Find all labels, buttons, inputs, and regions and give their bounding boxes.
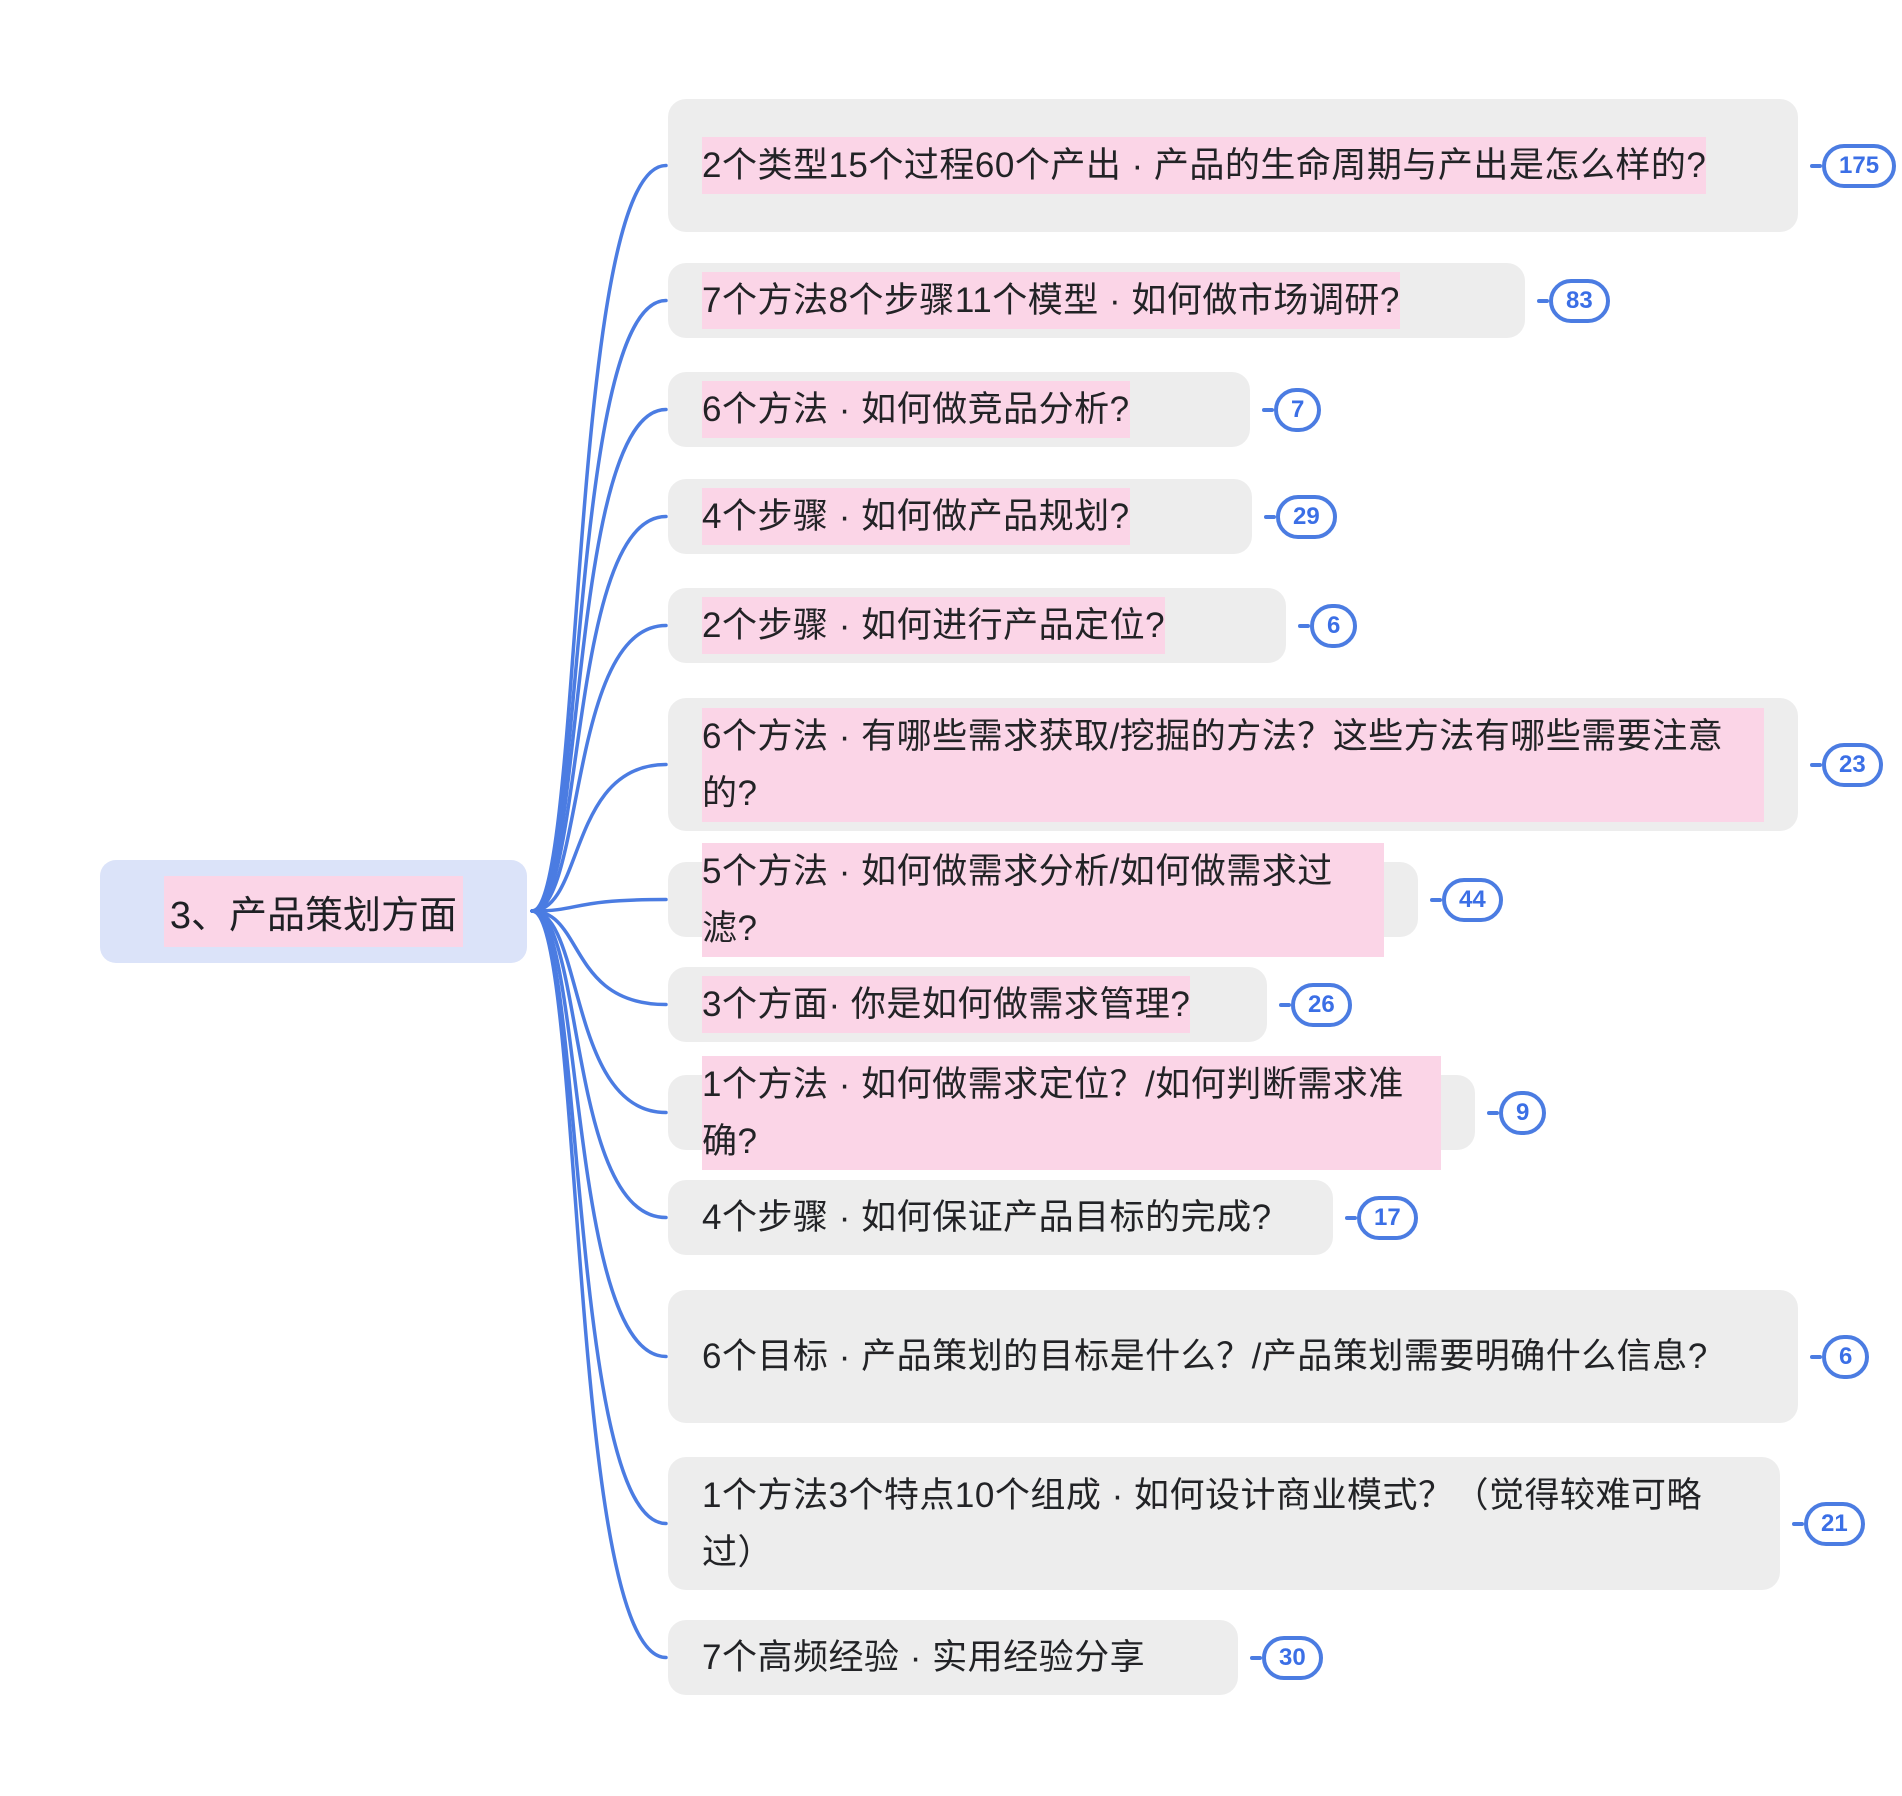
branch-count-badge[interactable]: 29: [1276, 494, 1337, 539]
connector-curve: [530, 909, 668, 1359]
branch-row: 3个方面· 你是如何做需求管理? 26: [668, 967, 1352, 1042]
branch-count-badge[interactable]: 21: [1804, 1501, 1865, 1546]
connector-curve: [530, 909, 668, 1007]
branch-count-badge[interactable]: 26: [1291, 982, 1352, 1027]
connector-curve: [530, 909, 668, 1660]
badge-connector: [1279, 1002, 1291, 1007]
badge-connector: [1250, 1655, 1262, 1660]
branch-node-label: 3个方面· 你是如何做需求管理?: [702, 976, 1191, 1033]
branch-row: 4个步骤 · 如何做产品规划? 29: [668, 479, 1337, 554]
badge-connector: [1487, 1110, 1499, 1115]
branch-node-label: 6个方法 · 如何做竞品分析?: [702, 381, 1130, 438]
connector-curve: [530, 909, 668, 1526]
branch-row: 1个方法3个特点10个组成 · 如何设计商业模式？（觉得较难可略过） 21: [668, 1457, 1865, 1590]
branch-row: 2个类型15个过程60个产出 · 产品的生命周期与产出是怎么样的? 175: [668, 99, 1897, 232]
branch-row: 6个目标 · 产品策划的目标是什么？/产品策划需要明确什么信息? 6: [668, 1290, 1870, 1423]
branch-row: 5个方法 · 如何做需求分析/如何做需求过滤? 44: [668, 842, 1503, 957]
branch-node-label: 5个方法 · 如何做需求分析/如何做需求过滤?: [702, 842, 1384, 957]
connector-curve: [530, 514, 668, 913]
connector-curve: [530, 762, 668, 913]
branch-node-label: 4个步骤 · 如何保证产品目标的完成?: [702, 1198, 1272, 1237]
branch-node[interactable]: 6个方法 · 有哪些需求获取/挖掘的方法？这些方法有哪些需要注意的?: [668, 698, 1798, 831]
badge-connector: [1264, 514, 1276, 519]
branch-row: 1个方法 · 如何做需求定位？/如何判断需求准确? 9: [668, 1055, 1547, 1170]
branch-count-badge[interactable]: 175: [1822, 143, 1897, 188]
branch-node[interactable]: 6个目标 · 产品策划的目标是什么？/产品策划需要明确什么信息?: [668, 1290, 1798, 1423]
badge-connector: [1810, 1354, 1822, 1359]
connector-curve: [530, 407, 668, 913]
branch-node[interactable]: 7个高频经验 · 实用经验分享: [668, 1620, 1238, 1695]
branch-node[interactable]: 6个方法 · 如何做竞品分析?: [668, 372, 1250, 447]
branch-node-label: 6个方法 · 有哪些需求获取/挖掘的方法？这些方法有哪些需要注意的?: [702, 707, 1764, 822]
branch-node-label: 7个高频经验 · 实用经验分享: [702, 1638, 1146, 1677]
branch-count-badge[interactable]: 6: [1822, 1334, 1870, 1379]
branch-count-badge[interactable]: 44: [1442, 877, 1503, 922]
connector-curve: [530, 298, 668, 913]
branch-node[interactable]: 1个方法3个特点10个组成 · 如何设计商业模式？（觉得较难可略过）: [668, 1457, 1780, 1590]
branch-count-badge[interactable]: 6: [1310, 603, 1358, 648]
branch-node-label: 2个类型15个过程60个产出 · 产品的生命周期与产出是怎么样的?: [702, 137, 1707, 194]
branch-row: 2个步骤 · 如何进行产品定位? 6: [668, 588, 1358, 663]
branch-count-badge[interactable]: 17: [1357, 1195, 1418, 1240]
connector-curve: [530, 623, 668, 913]
branch-count-badge[interactable]: 9: [1499, 1090, 1547, 1135]
branch-row: 6个方法 · 有哪些需求获取/挖掘的方法？这些方法有哪些需要注意的? 23: [668, 698, 1883, 831]
branch-row: 7个方法8个步骤11个模型 · 如何做市场调研? 83: [668, 263, 1610, 338]
badge-connector: [1262, 407, 1274, 412]
branch-node[interactable]: 1个方法 · 如何做需求定位？/如何判断需求准确?: [668, 1055, 1475, 1170]
branch-node-label: 1个方法 · 如何做需求定位？/如何判断需求准确?: [702, 1055, 1441, 1170]
branch-node-label: 4个步骤 · 如何做产品规划?: [702, 488, 1130, 545]
branch-node[interactable]: 7个方法8个步骤11个模型 · 如何做市场调研?: [668, 263, 1525, 338]
branch-node-label: 6个目标 · 产品策划的目标是什么？/产品策划需要明确什么信息?: [702, 1337, 1708, 1376]
root-node-label: 3、产品策划方面: [163, 876, 464, 947]
root-node[interactable]: 3、产品策划方面: [100, 860, 527, 963]
branch-count-badge[interactable]: 83: [1549, 278, 1610, 323]
branch-node[interactable]: 5个方法 · 如何做需求分析/如何做需求过滤?: [668, 842, 1418, 957]
branch-count-badge[interactable]: 7: [1274, 387, 1322, 432]
connector-curve: [530, 909, 668, 1115]
branch-node-label: 7个方法8个步骤11个模型 · 如何做市场调研?: [702, 272, 1400, 329]
branch-node[interactable]: 4个步骤 · 如何保证产品目标的完成?: [668, 1180, 1333, 1255]
branch-count-badge[interactable]: 23: [1822, 742, 1883, 787]
branch-count-badge[interactable]: 30: [1262, 1635, 1323, 1680]
branch-node[interactable]: 2个类型15个过程60个产出 · 产品的生命周期与产出是怎么样的?: [668, 99, 1798, 232]
branch-node[interactable]: 2个步骤 · 如何进行产品定位?: [668, 588, 1286, 663]
badge-connector: [1792, 1521, 1804, 1526]
branch-node[interactable]: 3个方面· 你是如何做需求管理?: [668, 967, 1267, 1042]
badge-connector: [1298, 623, 1310, 628]
branch-row: 6个方法 · 如何做竞品分析? 7: [668, 372, 1322, 447]
branch-row: 4个步骤 · 如何保证产品目标的完成? 17: [668, 1180, 1418, 1255]
badge-connector: [1345, 1215, 1357, 1220]
connector-curve: [530, 909, 668, 1220]
branch-node-label: 2个步骤 · 如何进行产品定位?: [702, 597, 1166, 654]
badge-connector: [1537, 298, 1549, 303]
connector-curve: [530, 897, 668, 913]
branch-node-label: 1个方法3个特点10个组成 · 如何设计商业模式？（觉得较难可略过）: [702, 1475, 1702, 1572]
badge-connector: [1810, 163, 1822, 168]
branch-node[interactable]: 4个步骤 · 如何做产品规划?: [668, 479, 1252, 554]
badge-connector: [1430, 897, 1442, 902]
branch-row: 7个高频经验 · 实用经验分享 30: [668, 1620, 1323, 1695]
badge-connector: [1810, 762, 1822, 767]
connector-curve: [530, 163, 668, 913]
